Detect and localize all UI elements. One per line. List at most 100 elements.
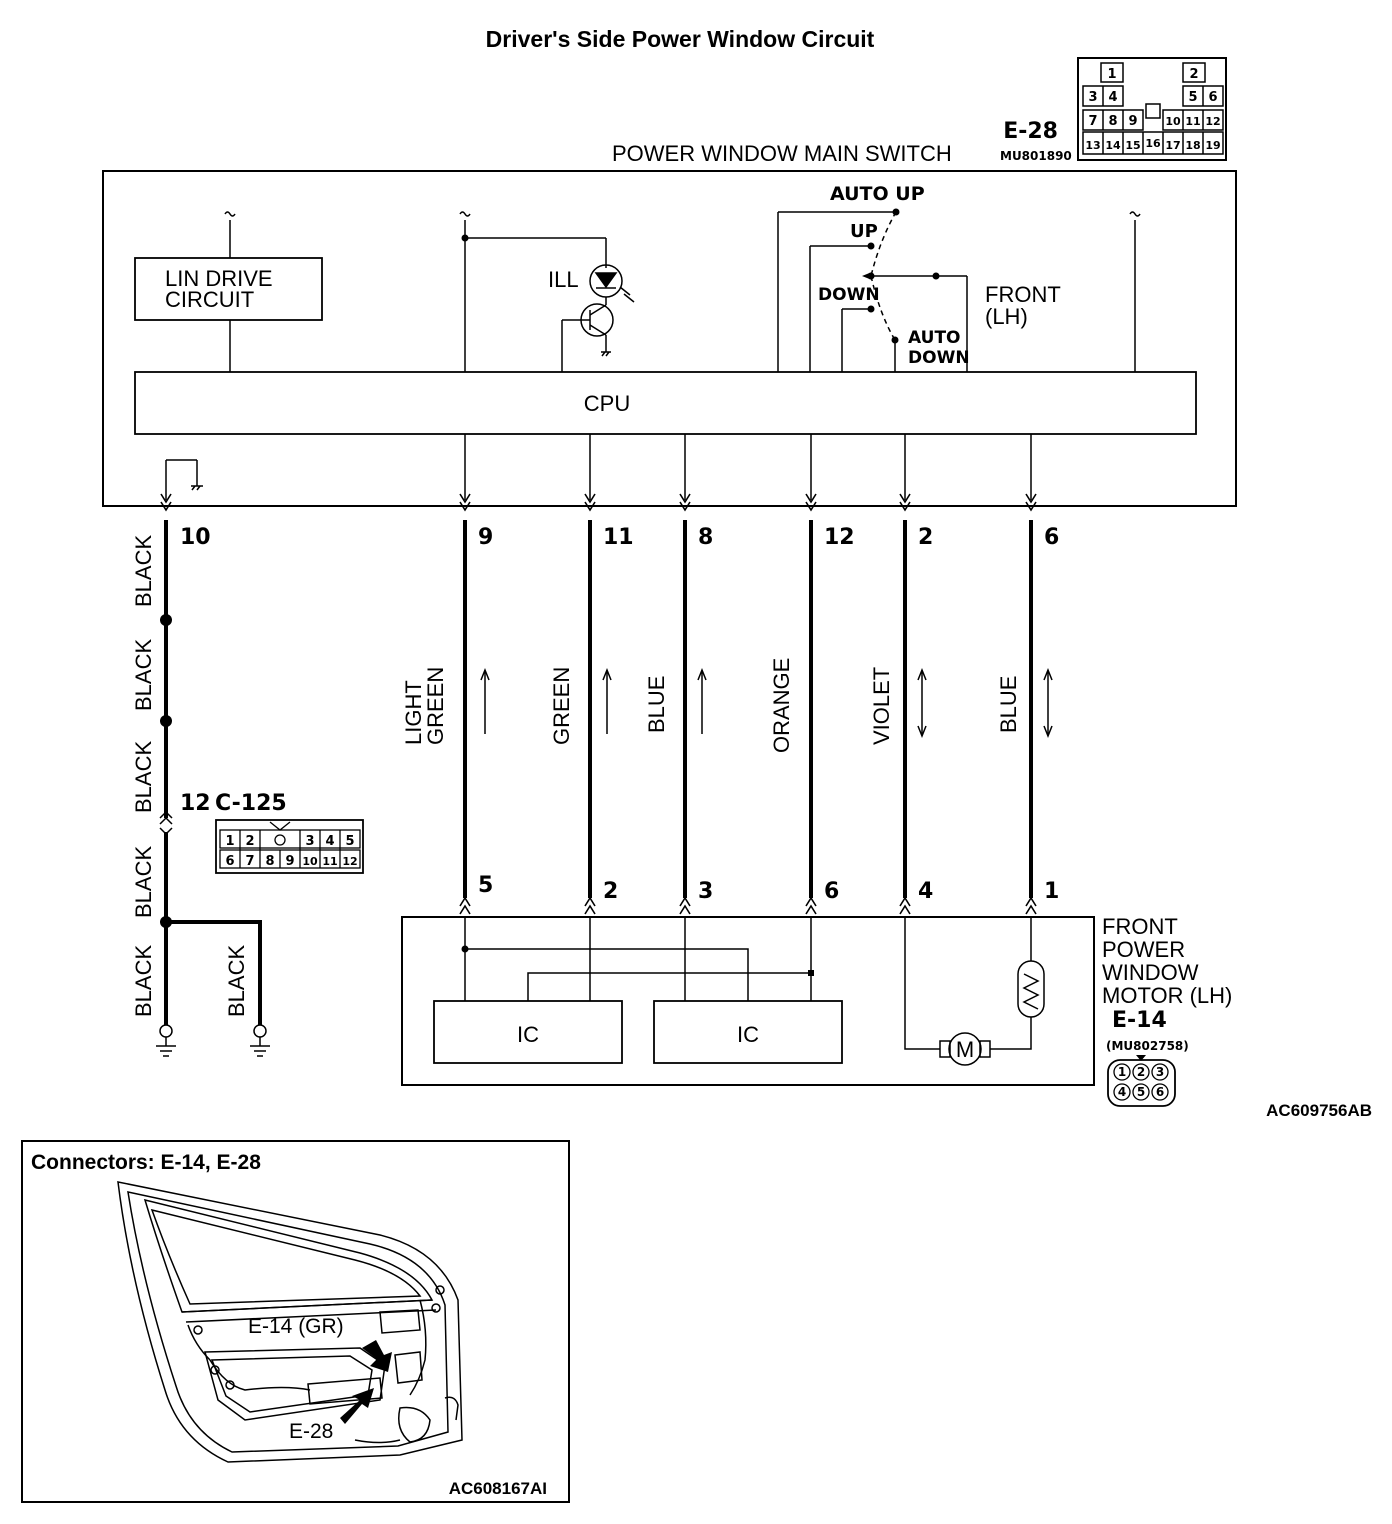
inset-label-e28: E-28 — [289, 1420, 333, 1443]
inset-code: AC608167AI — [449, 1479, 547, 1498]
ground-wire-label: BLACK — [131, 846, 156, 918]
e14-pin: 4 — [1118, 1085, 1126, 1099]
lin-drive-label-2: CIRCUIT — [165, 287, 254, 312]
e14-pin: 1 — [1118, 1065, 1126, 1079]
e28-pin: 14 — [1105, 139, 1121, 152]
wire-bottom-pin: 2 — [603, 879, 618, 904]
e28-pin: 2 — [1189, 67, 1198, 82]
e28-pin: 12 — [1205, 115, 1220, 128]
e28-pin: 10 — [1165, 115, 1181, 128]
lin-drive-label-1: LIN DRIVE — [165, 266, 273, 291]
junction-dot — [808, 970, 814, 976]
ground-wire-label: BLACK — [131, 741, 156, 813]
auto-up-label: AUTO UP — [830, 183, 925, 205]
c125-pin: 9 — [285, 854, 294, 869]
wire-color-label: VIOLET — [869, 667, 894, 745]
motor-name-2: POWER — [1102, 937, 1185, 962]
wire-bottom-pin: 1 — [1044, 879, 1059, 904]
wire-color-label: ORANGE — [769, 658, 794, 753]
cpu-output-lines — [165, 434, 1032, 500]
junction-dot — [461, 234, 469, 242]
auto-down-label-2: DOWN — [908, 348, 970, 368]
wire-bottom-pin: 6 — [824, 879, 839, 904]
ground-wire-label: BLACK — [131, 535, 156, 607]
c125-pin: 7 — [245, 854, 254, 869]
motor-name-3: WINDOW — [1102, 960, 1199, 985]
e28-pin: 19 — [1205, 139, 1220, 152]
up-label: UP — [850, 221, 878, 242]
c125-pin: 11 — [322, 855, 337, 868]
c125-connector-id: C-125 — [215, 791, 287, 816]
inset-label-e14: E-14 (GR) — [248, 1315, 344, 1338]
e28-pin: 5 — [1188, 90, 1197, 105]
e28-pin: 9 — [1128, 114, 1137, 129]
window-switch-contacts — [777, 211, 968, 372]
wire-top-pin: 6 — [1044, 525, 1059, 550]
motor-internal-lines — [464, 916, 1045, 1066]
splice-dot — [160, 715, 172, 727]
e14-connector-face — [1107, 1055, 1176, 1107]
e28-connector-face — [1077, 57, 1227, 161]
e14-pin: 3 — [1156, 1065, 1164, 1079]
wire-bottom-pin: 5 — [478, 873, 493, 898]
connector-location-inset — [21, 1140, 570, 1503]
diagram-code: AC609756AB — [1266, 1101, 1372, 1120]
c125-pin: 12 — [180, 791, 211, 816]
down-label: DOWN — [818, 285, 880, 305]
ground-wire-label: BLACK — [131, 945, 156, 1017]
wire-color-label: LIGHT — [401, 680, 426, 745]
wire-top-pin: 12 — [824, 525, 855, 550]
auto-down-label-1: AUTO — [908, 328, 961, 348]
e28-pin: 6 — [1208, 90, 1217, 105]
wire-top-pin: 2 — [918, 525, 933, 550]
wire-bottom-pin: 3 — [698, 879, 713, 904]
front-lh-label-1: FRONT — [985, 282, 1061, 307]
e28-pin: 7 — [1088, 114, 1097, 129]
wire-top-pin: 8 — [698, 525, 713, 550]
signal-direction-arrows — [480, 667, 1053, 739]
switch-part-no: MU801890 — [1000, 149, 1072, 163]
wire-color-label: BLUE — [644, 676, 669, 733]
cpu-box — [134, 371, 1197, 435]
c125-pin: 10 — [302, 855, 318, 868]
wire-color-label: GREEN — [423, 667, 448, 745]
ground-wire-label: BLACK — [131, 639, 156, 711]
wire-top-pin: 11 — [603, 525, 634, 550]
e28-pin: 1 — [1107, 67, 1116, 82]
switch-arrow-icon — [862, 272, 872, 280]
wire-color-label: GREEN — [549, 667, 574, 745]
ground-top-pin: 10 — [180, 525, 211, 550]
ground-icon — [250, 1024, 270, 1057]
door-illustration — [117, 1181, 463, 1463]
cpu-label: CPU — [584, 391, 630, 416]
ground-icon — [156, 1024, 176, 1057]
e28-pin: 16 — [1145, 137, 1161, 150]
wire-bottom-pin: 4 — [918, 879, 933, 904]
c125-pin: 2 — [245, 834, 254, 849]
page-title: Driver's Side Power Window Circuit — [486, 26, 875, 52]
splice-dot — [160, 614, 172, 626]
e14-part-no: (MU802758) — [1106, 1039, 1189, 1053]
ill-led-circuit — [465, 237, 635, 372]
e14-connector-id: E-14 — [1112, 1008, 1167, 1033]
c125-connector-face — [215, 819, 364, 874]
e14-pin: 2 — [1137, 1065, 1145, 1079]
c125-pin: 1 — [225, 834, 234, 849]
ground-branch-label: BLACK — [224, 945, 249, 1017]
e28-pin: 3 — [1088, 90, 1097, 105]
motor-box — [401, 916, 1095, 1086]
c125-pin: 8 — [265, 854, 274, 869]
e28-pin: 4 — [1108, 90, 1117, 105]
motor-symbol-label: M — [956, 1037, 974, 1062]
splice-dot — [160, 916, 172, 928]
wire-top-pin: 9 — [478, 525, 493, 550]
c125-pin: 12 — [342, 855, 357, 868]
wire-color-label: BLUE — [996, 676, 1021, 733]
internal-supply-lines — [224, 211, 1141, 372]
junction-dot — [461, 945, 469, 953]
e28-pin: 17 — [1165, 139, 1180, 152]
e14-pin: 5 — [1137, 1085, 1145, 1099]
lin-drive-box — [134, 257, 323, 321]
harness-wires — [164, 520, 1033, 1025]
